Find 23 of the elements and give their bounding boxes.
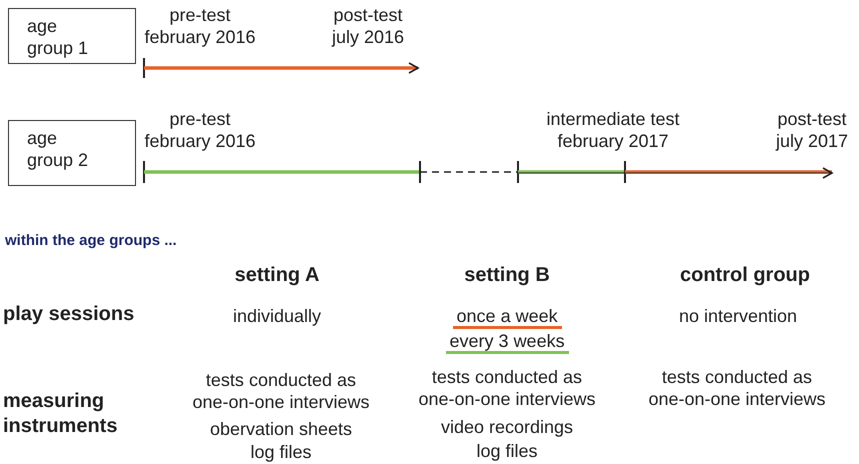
date-label: pre-test february 2016 xyxy=(143,108,257,152)
column-header: setting B xyxy=(463,263,551,288)
row-header: measuring instruments xyxy=(3,389,118,439)
group-box: age group 2 xyxy=(8,120,136,186)
column-header: control group xyxy=(679,263,811,288)
underlined-entry: every 3 weeks xyxy=(446,331,569,354)
section-heading: within the age groups ... xyxy=(5,231,178,251)
column-header: setting A xyxy=(234,263,320,288)
date-label: post-test july 2017 xyxy=(774,108,850,152)
table-entry: log files xyxy=(249,441,313,463)
group-box: age group 1 xyxy=(8,8,136,64)
date-label: pre-test february 2016 xyxy=(143,4,257,48)
row-header: play sessions xyxy=(3,302,136,327)
date-label: post-test july 2016 xyxy=(330,4,406,48)
table-entry: video recordings xyxy=(440,416,574,438)
table-entry: tests conducted as one-on-one interviews xyxy=(647,366,827,410)
date-label: intermediate test february 2017 xyxy=(545,108,681,152)
table-entry: log files xyxy=(475,440,539,462)
table-entry: obervation sheets xyxy=(208,418,354,440)
table-entry: tests conducted as one-on-one interviews xyxy=(417,366,597,410)
underlined-entry: once a week xyxy=(452,306,562,329)
table-entry: individually xyxy=(232,305,322,327)
table-entry: no intervention xyxy=(678,305,798,327)
